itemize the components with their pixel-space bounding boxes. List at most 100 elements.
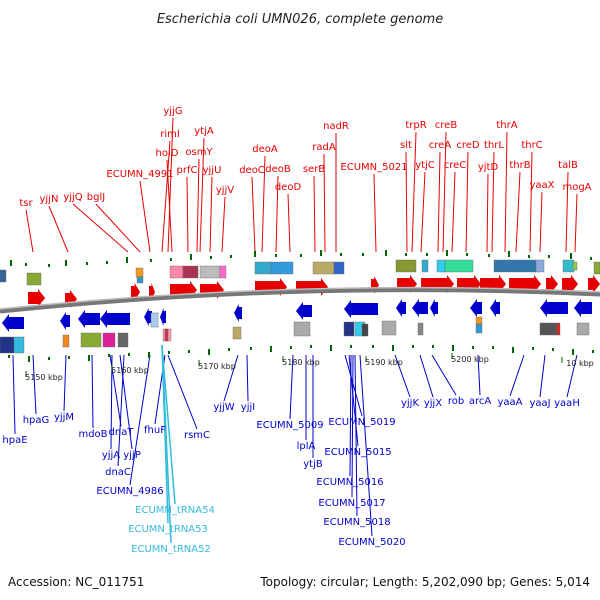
map-title: Escherichia coli UMN026, complete genome <box>157 12 443 27</box>
gene-label-thrl: thrL <box>484 140 504 151</box>
gene-label-yjju: yjjU <box>203 165 222 176</box>
ruler-tick <box>28 356 30 362</box>
gene-arrow-reverse <box>574 299 592 317</box>
leader-yjji <box>246 354 249 402</box>
gene-label-ecumn-5019: ECUMN_5019 <box>328 417 395 428</box>
ruler-tick <box>592 350 594 353</box>
gene-label-deoa: deoA <box>252 144 278 155</box>
gene-label-ecumn-4991: ECUMN_4991 <box>106 169 173 180</box>
leader-thrl <box>491 151 495 253</box>
ruler-tick <box>552 348 554 351</box>
leader-rsmc <box>167 354 198 430</box>
gene-label-nadr: nadR <box>323 121 349 132</box>
gene-block-forward <box>135 267 144 278</box>
gene-block-reverse <box>343 321 355 337</box>
ruler-tick <box>532 347 534 350</box>
gene-block-forward <box>421 259 429 273</box>
leader-rada <box>323 153 326 253</box>
gene-arrow-reverse <box>430 299 438 317</box>
leader-yaah <box>566 354 578 398</box>
ruler-tick <box>148 352 150 358</box>
leader-talb <box>565 171 569 253</box>
leader-yjja <box>110 354 113 450</box>
gene-label-ecumn-4986: ECUMN_4986 <box>96 486 163 497</box>
gene-label-deoc: deoC <box>239 165 265 176</box>
gene-label-deod: deoD <box>275 182 302 193</box>
leader-rob <box>431 354 457 396</box>
ruler-tick <box>188 350 190 353</box>
gene-block-reverse <box>539 322 559 336</box>
gene-block-forward <box>169 265 184 279</box>
gene-label-yjjm: yjjM <box>54 412 74 423</box>
gene-arrow-reverse <box>296 302 312 320</box>
leader-ecumn-5021 <box>373 173 377 253</box>
leader-ecumn-5018 <box>354 354 358 517</box>
leader-tsr <box>25 209 34 253</box>
ruler-tick <box>250 347 252 350</box>
gene-label-mdob: mdoB <box>78 429 107 440</box>
ruler-tick <box>48 357 50 360</box>
ruler-tick <box>310 345 312 348</box>
gene-label-yjjv: yjjV <box>216 185 234 196</box>
gene-arrow-reverse <box>540 299 568 317</box>
leader-yjju <box>209 176 213 253</box>
gene-label-yjjw: yjjW <box>213 402 234 413</box>
gene-arrow-reverse <box>60 312 70 330</box>
leader-yjjp <box>119 354 133 450</box>
leader-lines <box>12 117 578 544</box>
gene-label-thrc: thrC <box>521 140 542 151</box>
leader-yaax <box>539 191 543 253</box>
gene-arrow-forward <box>588 275 600 293</box>
gene-label-ecumn-5009: ECUMN_5009 <box>256 420 323 431</box>
ruler-label: 5150 kbp <box>25 373 63 382</box>
gene-block-forward <box>395 259 417 273</box>
gene-label-arca: arcA <box>469 396 492 407</box>
ruler-tick <box>210 256 212 259</box>
ruler-tick <box>25 263 27 266</box>
gene-label-yaaa: yaaA <box>497 397 522 408</box>
ruler-tick <box>572 349 574 355</box>
leader-crec <box>451 171 456 253</box>
gene-arrow-forward <box>28 289 45 307</box>
ruler-tick <box>275 254 277 257</box>
ruler-tick <box>300 254 302 257</box>
gene-block-reverse <box>62 334 70 348</box>
leader-ecumn-5017 <box>351 354 354 498</box>
leader-arca <box>477 354 481 396</box>
ruler-tick <box>106 261 108 264</box>
gene-block-reverse <box>117 332 129 348</box>
gene-label-yjjq: yjjQ <box>63 192 82 203</box>
gene-label-yjja: yjjA <box>102 450 120 461</box>
gene-block-forward <box>535 259 545 273</box>
leader-serb <box>313 175 316 253</box>
ruler-tick <box>108 354 110 357</box>
gene-block-reverse <box>475 316 483 325</box>
leader-deob <box>275 175 279 253</box>
leader-mdob <box>91 354 94 429</box>
ruler-label: 5200 kbp <box>451 355 489 364</box>
gene-label-thrb: thrB <box>509 160 530 171</box>
gene-label-serb: serB <box>303 164 325 175</box>
leader-cred <box>465 151 469 253</box>
leader-moga <box>574 193 578 253</box>
gene-block-forward <box>436 259 446 273</box>
gene-label-yaax: yaaX <box>529 180 554 191</box>
rna-label-ecumn-trna54: ECUMN_tRNA54 <box>135 505 215 516</box>
leader-yjtd <box>486 173 489 253</box>
ruler-tick <box>68 356 70 359</box>
leader-dnac <box>117 354 125 467</box>
ruler-tick <box>385 250 387 256</box>
gene-label-rimi: rimI <box>160 129 180 140</box>
gene-label-yaah: yaaH <box>554 398 580 409</box>
gene-label-hpae: hpaE <box>2 435 27 446</box>
ruler-tick <box>330 345 332 351</box>
leader-slt <box>405 151 408 253</box>
leader-thrc <box>529 151 533 253</box>
ruler-tick <box>86 262 88 265</box>
gene-block-forward <box>0 269 7 283</box>
reverse-strand-features <box>0 299 592 354</box>
gene-block-reverse <box>361 323 369 337</box>
gene-block-reverse <box>232 326 242 340</box>
gene-arrow-reverse <box>412 299 428 317</box>
ruler-tick <box>190 254 192 260</box>
